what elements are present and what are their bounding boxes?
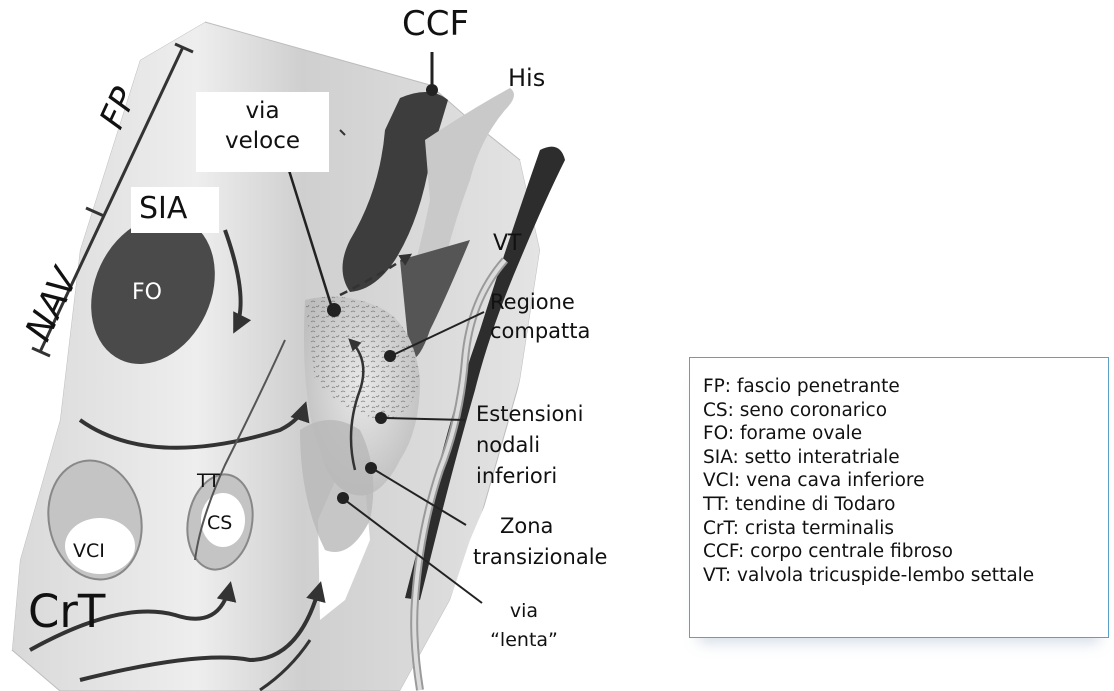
- estensioni-line-3: inferiori: [476, 461, 583, 492]
- legend-item: FP: fascio penetrante: [703, 375, 1034, 399]
- legend-item: VT: valvola tricuspide-lembo settale: [703, 564, 1034, 588]
- legend-item: VCI: vena cava inferiore: [703, 469, 1034, 493]
- legend-item: TT: tendine di Todaro: [703, 493, 1034, 517]
- label-crt: CrT: [28, 585, 105, 638]
- label-vci: VCI: [73, 540, 105, 562]
- zona-line-2: transizionale: [473, 542, 607, 573]
- estensioni-line-1: Estensioni: [476, 399, 583, 430]
- zona-line-1: Zona: [473, 511, 607, 542]
- estensioni-line-2: nodali: [476, 430, 583, 461]
- legend-item: CrT: crista terminalis: [703, 517, 1034, 541]
- label-via-veloce: via veloce: [196, 96, 329, 156]
- legend-item: SIA: setto interatriale: [703, 446, 1034, 470]
- label-tt: TT: [197, 470, 220, 492]
- legend-item: FO: forame ovale: [703, 422, 1034, 446]
- legend-item: CS: seno coronarico: [703, 399, 1034, 423]
- label-estensioni: Estensioni nodali inferiori: [476, 399, 583, 492]
- label-via-lenta: via “lenta”: [479, 597, 569, 655]
- abbreviation-legend: FP: fascio penetrante CS: seno coronaric…: [689, 357, 1109, 638]
- label-fo: FO: [132, 280, 162, 305]
- label-sia: SIA: [139, 191, 187, 226]
- legend-item: CCF: corpo centrale fibroso: [703, 540, 1034, 564]
- via-veloce-line-1: via: [196, 96, 329, 126]
- label-zona-transizionale: Zona transizionale: [473, 511, 607, 573]
- regione-compatta-line-2: compatta: [490, 317, 590, 346]
- label-ccf: CCF: [402, 4, 469, 44]
- label-regione-compatta: Regione compatta: [490, 288, 590, 346]
- via-lenta-line-2: “lenta”: [479, 626, 569, 655]
- label-vt: VT: [493, 231, 522, 256]
- via-veloce-line-2: veloce: [196, 126, 329, 156]
- via-lenta-line-1: via: [479, 597, 569, 626]
- regione-compatta-line-1: Regione: [490, 288, 590, 317]
- label-cs: CS: [207, 512, 232, 534]
- label-his: His: [508, 64, 545, 92]
